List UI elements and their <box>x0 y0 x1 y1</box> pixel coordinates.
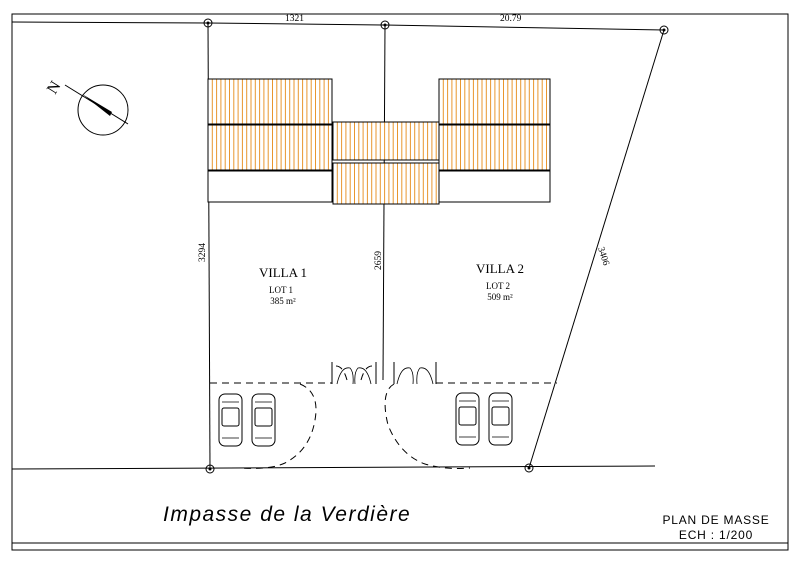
car-icon <box>455 392 480 446</box>
lot-1-label: VILLA 1 LOT 1 385 m² <box>259 265 307 306</box>
north-label: N <box>44 78 65 97</box>
lot-1-number: LOT 1 <box>269 285 293 295</box>
parking <box>218 392 513 447</box>
title-scale: ECH : 1/200 <box>679 528 753 542</box>
street-name: Impasse de la Verdière <box>163 503 411 526</box>
survey-marker <box>205 464 215 474</box>
car-icon <box>488 392 513 446</box>
survey-marker <box>659 25 669 35</box>
villa-1-title: VILLA 1 <box>259 265 307 280</box>
survey-marker <box>380 20 390 30</box>
villa-2-title: VILLA 2 <box>476 261 524 276</box>
gates <box>331 362 437 385</box>
survey-marker <box>203 18 213 28</box>
car-icon <box>251 393 276 447</box>
dimension-top-left: 1321 <box>285 14 304 24</box>
compass-north-icon: N <box>44 78 129 136</box>
roof-villa-1-lower <box>207 124 333 171</box>
driveways <box>210 382 557 469</box>
sheet-frame <box>11 13 789 551</box>
lot-2-area: 509 m² <box>487 292 513 302</box>
lot-2-number: LOT 2 <box>486 281 510 291</box>
roof-villa-2-annex <box>438 170 551 203</box>
lot-2-label: VILLA 2 LOT 2 509 m² <box>476 261 524 302</box>
survey-marker <box>524 463 534 473</box>
dimension-right: 3406 <box>595 246 610 267</box>
dimension-middle: 2659 <box>374 251 384 270</box>
roof-villa-1-annex <box>207 170 333 203</box>
dimension-top-right: 20.79 <box>500 14 522 24</box>
survey-markers <box>203 18 669 474</box>
title-plan-de-masse: PLAN DE MASSE <box>662 513 769 527</box>
property-boundaries <box>11 21 788 544</box>
buildings <box>207 78 551 205</box>
dimension-left: 3294 <box>198 243 208 262</box>
car-icon <box>218 393 243 447</box>
roof-villa-1-upper <box>207 78 333 125</box>
lot-1-area: 385 m² <box>270 296 296 306</box>
